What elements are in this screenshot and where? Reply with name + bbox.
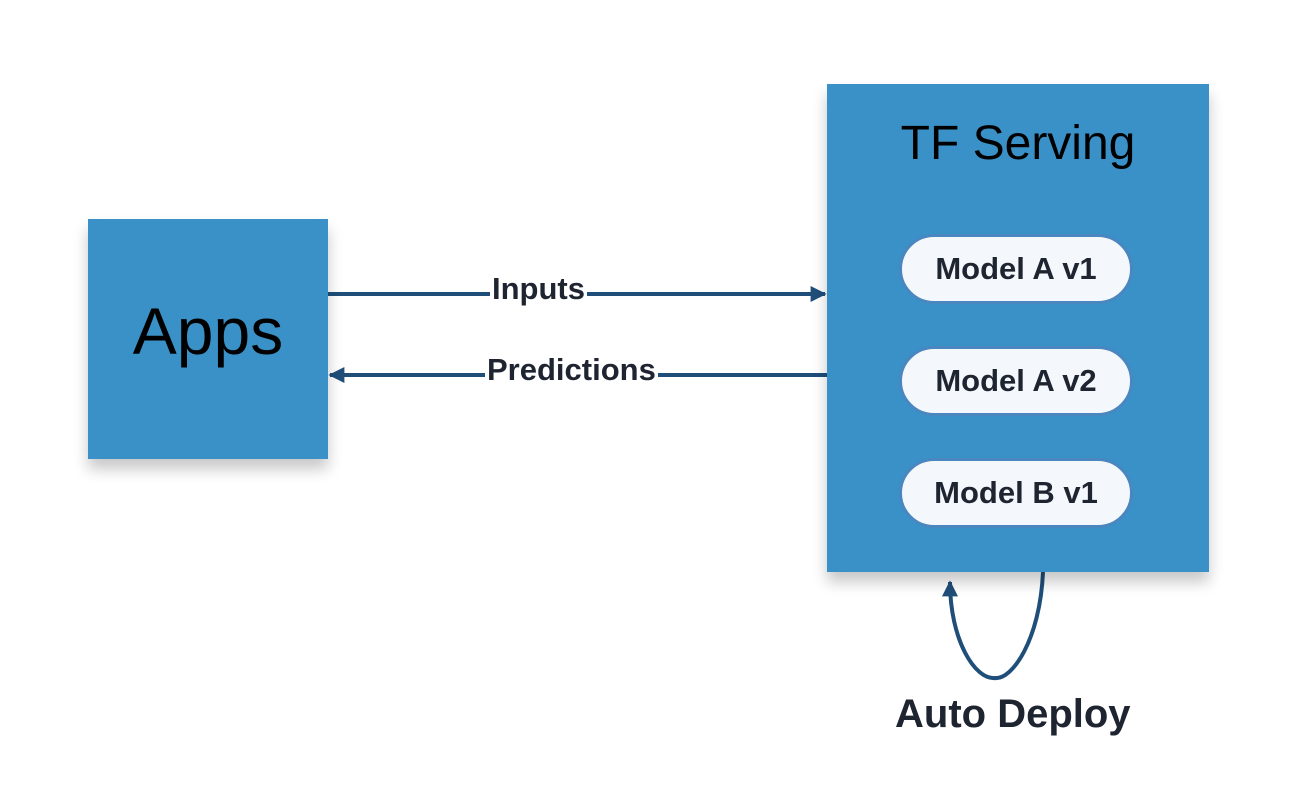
- auto-deploy-label: Auto Deploy: [895, 692, 1131, 736]
- apps-box[interactable]: Apps: [88, 219, 328, 459]
- model-pill-b-v1[interactable]: Model B v1: [899, 458, 1133, 528]
- predictions-edge-label: Predictions: [485, 352, 658, 387]
- tf-serving-title: TF Serving: [900, 117, 1136, 170]
- model-pill-a-v2[interactable]: Model A v2: [899, 346, 1133, 416]
- auto-deploy-loop-arrow: [942, 571, 1045, 681]
- inputs-edge-label: Inputs: [490, 271, 587, 306]
- tf-serving-box[interactable]: TF Serving Model A v1 Model A v2 Model B…: [827, 84, 1209, 572]
- apps-label: Apps: [132, 294, 284, 368]
- model-pill-a-v1[interactable]: Model A v1: [899, 234, 1133, 304]
